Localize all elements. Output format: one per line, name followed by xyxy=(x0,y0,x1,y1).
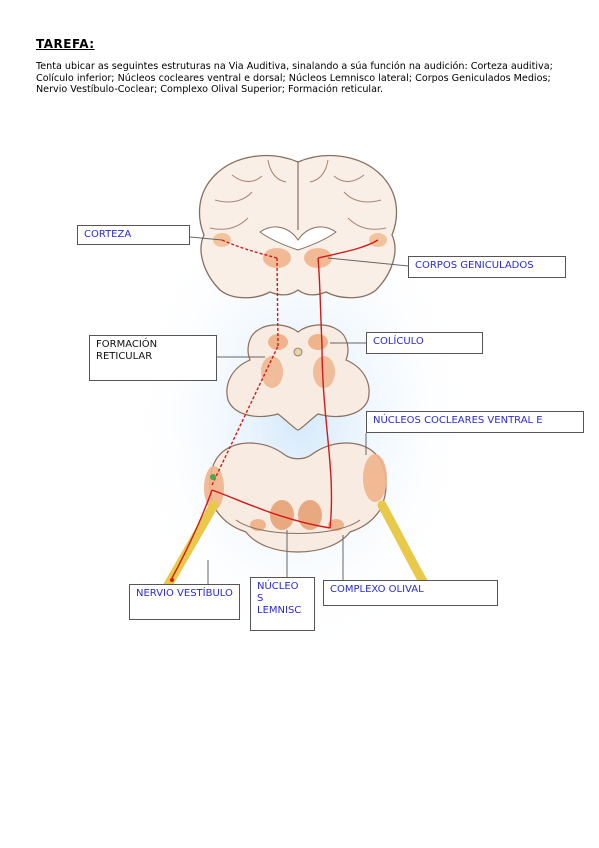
olivary-complex-right xyxy=(328,519,344,531)
midbrain-section xyxy=(226,324,370,431)
lemniscus-nucleus-left xyxy=(270,500,294,530)
auditory-pathway xyxy=(171,239,379,579)
label-nucleos-lemnisco[interactable]: NÚCLEO S LEMNISC xyxy=(250,577,315,631)
aqueduct xyxy=(293,347,303,357)
pathway-start-arrow xyxy=(170,578,174,582)
label-formacion-reticular[interactable]: FORMACIÓN RETICULAR xyxy=(89,335,217,381)
cochlear-synapse xyxy=(210,474,216,480)
label-corteza[interactable]: CORTEZA xyxy=(77,225,190,245)
cochlear-nucleus-right xyxy=(363,454,387,502)
colliculus-right xyxy=(308,334,328,350)
label-complexo-olival[interactable]: COMPLEXO OLIVAL xyxy=(323,580,498,606)
label-nucleos-cocleares[interactable]: NÚCLEOS COCLEARES VENTRAL E xyxy=(366,411,584,433)
brain-cortex-section xyxy=(198,154,398,299)
page-title: TAREFA: xyxy=(36,37,95,51)
reticular-left xyxy=(261,356,283,388)
label-nervio[interactable]: NERVIO VESTÍBULO xyxy=(129,584,240,620)
instructions-text: Tenta ubicar as seguintes estruturas na … xyxy=(36,61,553,96)
label-coliculo[interactable]: COLÍCULO xyxy=(366,332,483,354)
colliculus-left xyxy=(268,334,288,350)
vestibulocochlear-nerve-right xyxy=(377,500,430,590)
label-pointers xyxy=(189,236,409,584)
reticular-right xyxy=(313,356,335,388)
label-corpos-geniculados[interactable]: CORPOS GENICULADOS xyxy=(408,256,566,278)
